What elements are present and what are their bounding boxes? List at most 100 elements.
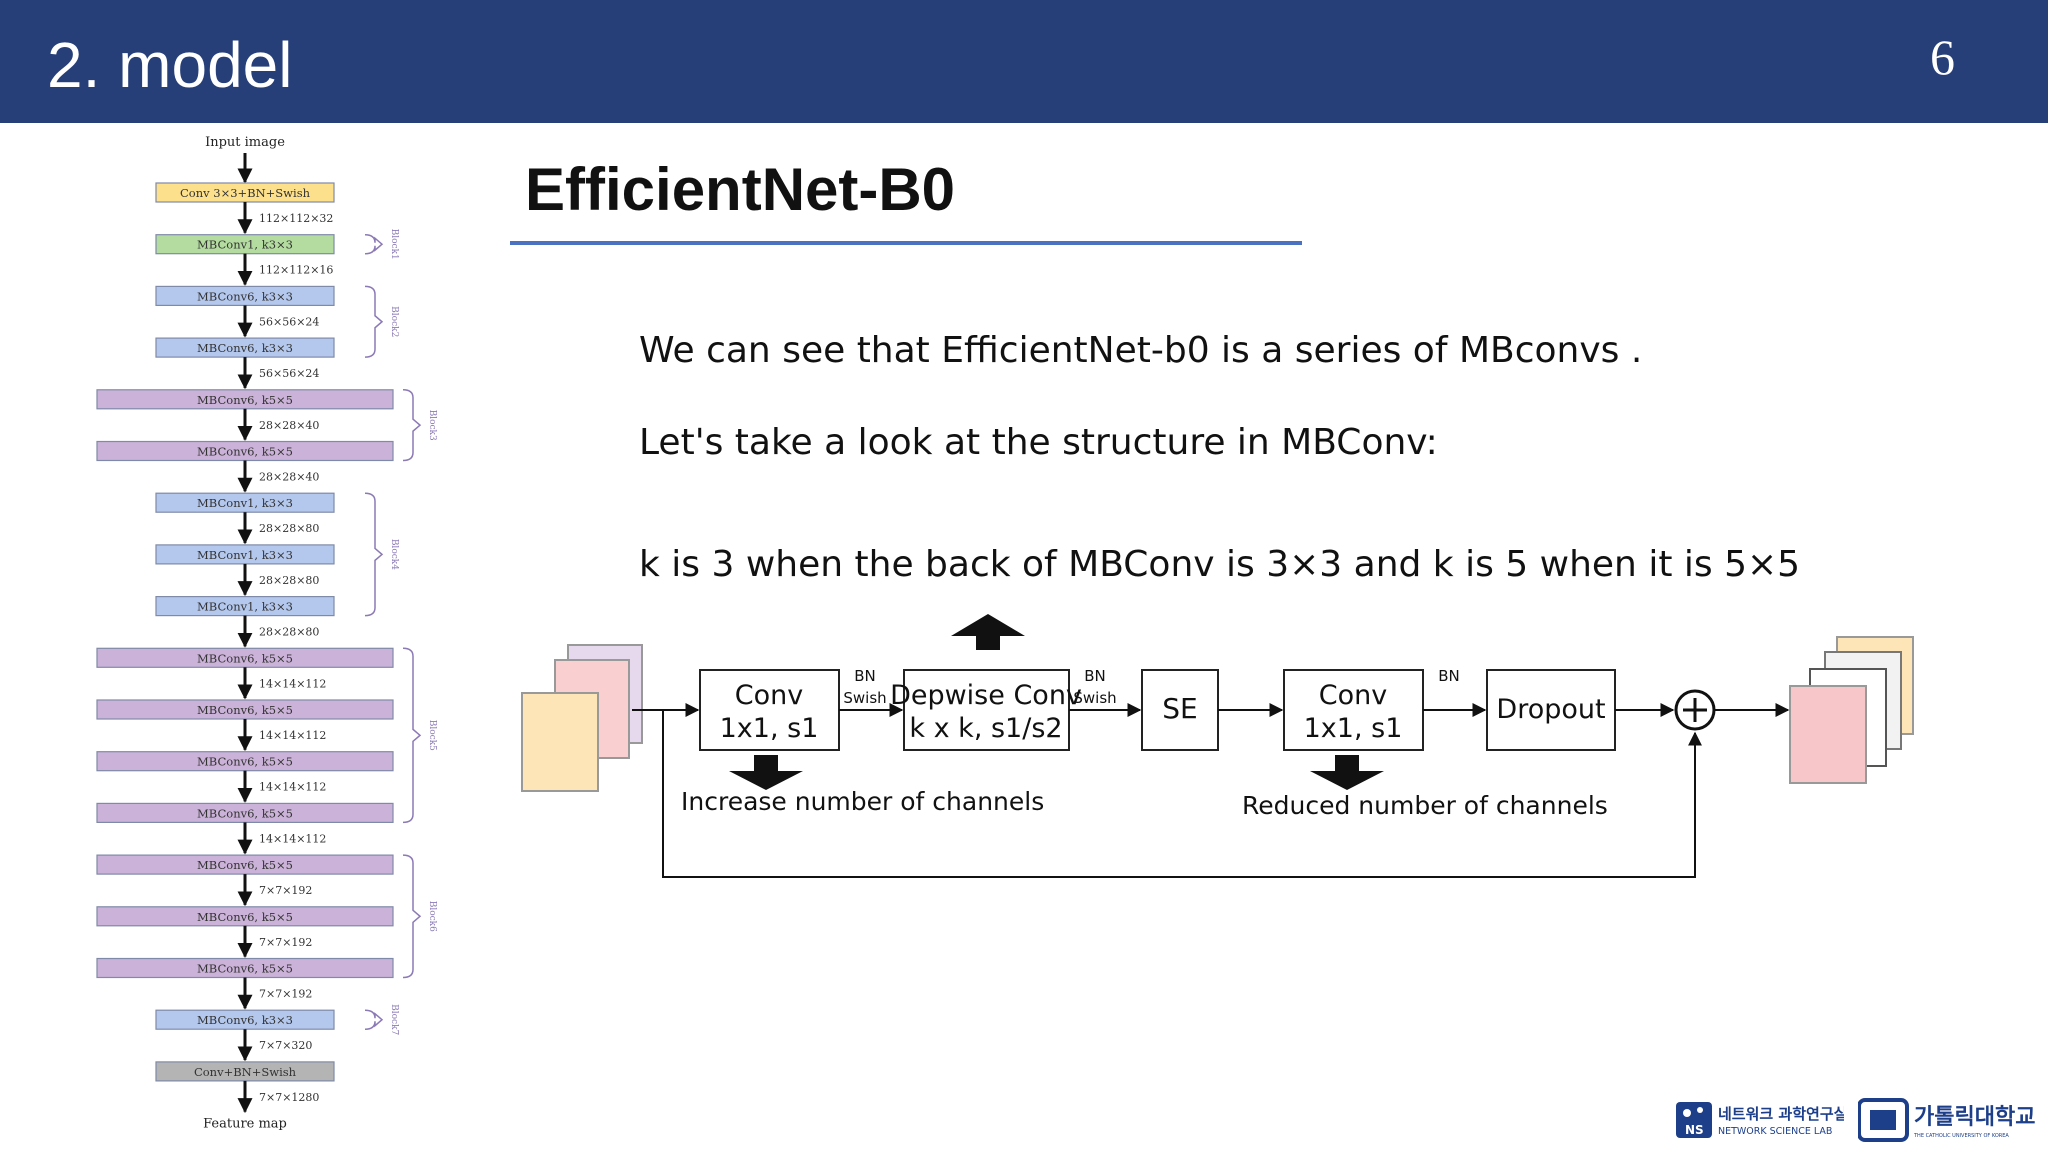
add-node — [1674, 689, 1716, 731]
conv2-label: Conv — [1319, 680, 1387, 711]
output-map-4 — [1789, 685, 1867, 784]
description-line-3: k is 3 when the back of MBConv is 3×3 an… — [639, 544, 1801, 585]
tensor-size-label: 14×14×112 — [259, 832, 326, 845]
swish-label-1: Swish — [843, 689, 886, 707]
tensor-size-label: 14×14×112 — [259, 729, 326, 742]
description-line-1: We can see that EfficientNet-b0 is a ser… — [639, 330, 1643, 371]
tensor-size-label: 56×56×24 — [259, 315, 319, 328]
se-box — [1141, 669, 1219, 751]
block-label: Block6 — [427, 901, 437, 932]
slide-header: 2. model 6 — [0, 0, 2048, 123]
dropout-label: Dropout — [1496, 694, 1605, 725]
conv1-params: 1x1, s1 — [720, 713, 819, 744]
input-map-middle — [554, 659, 630, 759]
swish-label-2: Swish — [1073, 689, 1116, 707]
reduce-channels-label: Reduced number of channels — [1242, 791, 1608, 820]
layer-label: MBConv1, k3×3 — [197, 496, 293, 510]
tensor-size-label: 112×112×32 — [259, 212, 333, 225]
down-arrow-reduce-icon — [1310, 755, 1384, 790]
output-map-2 — [1824, 651, 1902, 750]
layer-label: MBConv6, k5×5 — [197, 962, 293, 976]
lab-badge: NS — [1685, 1123, 1704, 1137]
block-label: Block1 — [389, 229, 399, 260]
down-arrow-increase-icon — [729, 755, 803, 790]
layer-label: MBConv6, k5×5 — [197, 651, 293, 665]
block-brace — [364, 285, 384, 358]
block-brace — [402, 854, 422, 979]
depthwise-conv-box — [903, 669, 1070, 751]
layer-label: MBConv6, k5×5 — [197, 858, 293, 872]
description-line-2: Let's take a look at the structure in MB… — [639, 422, 1438, 463]
block-brace — [364, 1009, 384, 1030]
tensor-size-label: 14×14×112 — [259, 781, 326, 794]
output-feature-maps — [1789, 636, 1914, 784]
network-science-lab-logo: NS 네트워크 과학연구실 NETWORK SCIENCE LAB — [1676, 1098, 1847, 1142]
university-name-korean: 가톨릭대학교 — [1914, 1105, 2035, 1130]
layer-label: MBConv6, k5×5 — [197, 703, 293, 717]
conv2-params: 1x1, s1 — [1304, 713, 1403, 744]
layer-label: MBConv1, k3×3 — [197, 548, 293, 562]
layer-box — [155, 596, 335, 617]
increase-channels-label: Increase number of channels — [681, 787, 1044, 816]
block-label: Block4 — [389, 539, 399, 570]
up-arrow-icon — [951, 614, 1025, 650]
dropout-box — [1486, 669, 1616, 751]
layer-label: Conv+BN+Swish — [194, 1065, 297, 1079]
feature-map-label: Feature map — [203, 1117, 287, 1132]
layer-label: MBConv6, k3×3 — [197, 341, 293, 355]
conv-1x1-project-box — [1283, 669, 1424, 751]
block-brace — [402, 389, 422, 462]
title-underline — [510, 241, 1302, 245]
tensor-size-label: 7×7×192 — [259, 988, 312, 1001]
layer-label: MBConv6, k5×5 — [197, 806, 293, 820]
lab-name-english: NETWORK SCIENCE LAB — [1718, 1126, 1832, 1137]
slide-title: EfficientNet-B0 — [525, 156, 956, 223]
section-title: 2. model — [47, 29, 293, 101]
layer-label: MBConv6, k3×3 — [197, 289, 293, 303]
tensor-size-label: 56×56×24 — [259, 367, 319, 380]
bn-label-1: BN — [854, 667, 876, 685]
tensor-size-label: 7×7×320 — [259, 1039, 312, 1052]
layer-label: Conv 3×3+BN+Swish — [180, 186, 311, 200]
tensor-size-label: 112×112×16 — [259, 264, 333, 277]
layer-label: MBConv1, k3×3 — [197, 600, 293, 614]
bn-label-2: BN — [1084, 667, 1106, 685]
page-number: 6 — [1930, 29, 1955, 85]
se-label: SE — [1162, 692, 1197, 725]
block-label: Block5 — [427, 720, 437, 751]
university-name-english: THE CATHOLIC UNIVERSITY OF KOREA — [1913, 1133, 2009, 1139]
layer-label: MBConv6, k5×5 — [197, 393, 293, 407]
tensor-size-label: 28×28×80 — [259, 574, 319, 587]
layer-box — [155, 1009, 335, 1030]
flow-arrows — [632, 703, 1790, 878]
block-label: Block7 — [389, 1004, 399, 1035]
tensor-size-label: 7×7×192 — [259, 884, 312, 897]
tensor-size-label: 28×28×40 — [259, 471, 319, 484]
input-feature-maps — [521, 644, 643, 792]
depthwise-label: Depwise Conv — [890, 680, 1082, 711]
layer-label: MBConv6, k5×5 — [197, 755, 293, 769]
output-map-3 — [1809, 668, 1887, 767]
tensor-size-label: 7×7×1280 — [259, 1091, 319, 1104]
tensor-size-label: 28×28×80 — [259, 522, 319, 535]
catholic-university-logo: 가톨릭대학교 THE CATHOLIC UNIVERSITY OF KOREA — [1857, 1098, 2038, 1142]
tensor-size-label: 28×28×80 — [259, 626, 319, 639]
block-label: Block3 — [427, 410, 437, 441]
block-brace — [364, 492, 384, 617]
input-map-front — [521, 692, 599, 792]
conv-1x1-expand-box — [699, 669, 840, 751]
layer-label: MBConv6, k5×5 — [197, 910, 293, 924]
block-brace — [364, 233, 384, 255]
block-label: Block2 — [389, 306, 399, 337]
tensor-size-label: 28×28×40 — [259, 419, 319, 432]
output-map-1 — [1836, 636, 1914, 735]
input-map-back — [567, 644, 643, 744]
input-image-label: Input image — [205, 135, 285, 150]
conv1-label: Conv — [735, 680, 803, 711]
lab-name-korean: 네트워크 과학연구실 — [1718, 1105, 1844, 1123]
layer-label: MBConv6, k3×3 — [197, 1013, 293, 1027]
tensor-size-label: 7×7×192 — [259, 936, 312, 949]
block-brace — [402, 647, 422, 824]
bn-label-3: BN — [1438, 667, 1460, 685]
